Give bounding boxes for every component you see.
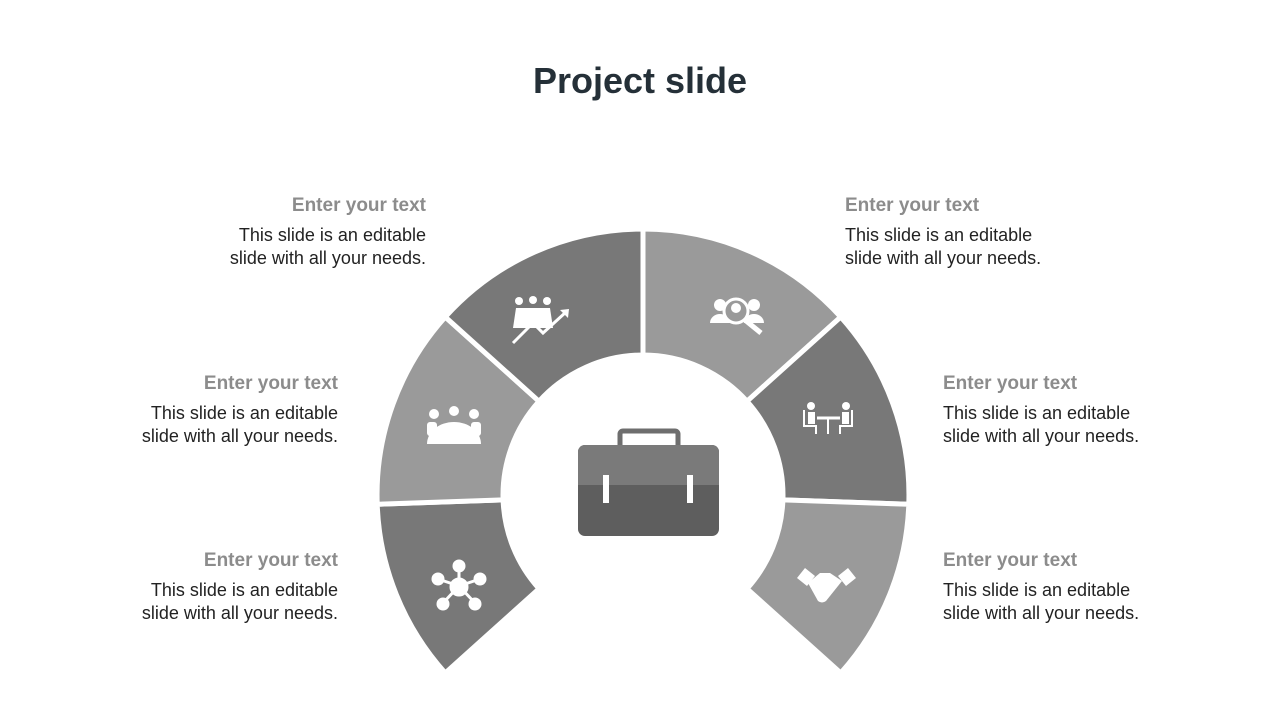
ring-segment-interview xyxy=(744,314,912,507)
block-body-line: slide with all your needs. xyxy=(943,426,1140,446)
block-body-line: slide with all your needs. xyxy=(943,603,1140,623)
meeting-icon xyxy=(427,406,481,444)
text-block-bottom-left: Enter your text This slide is an editabl… xyxy=(38,550,338,625)
search-people-icon xyxy=(710,297,764,335)
block-heading: Enter your text xyxy=(203,550,338,571)
block-body-line: This slide is an editable xyxy=(943,580,1131,600)
block-body-line: This slide is an editable xyxy=(150,403,338,423)
text-block-mid-right: Enter your text This slide is an editabl… xyxy=(943,373,1243,448)
page-title: Project slide xyxy=(532,60,748,101)
block-body-line: This slide is an editable xyxy=(238,225,426,245)
block-body-line: This slide is an editable xyxy=(943,403,1131,423)
text-block-mid-left: Enter your text This slide is an editabl… xyxy=(38,373,338,448)
text-block-top-left: Enter your text This slide is an editabl… xyxy=(126,195,426,270)
block-heading: Enter your text xyxy=(943,373,1078,394)
block-heading: Enter your text xyxy=(943,550,1078,571)
text-block-bottom-right: Enter your text This slide is an editabl… xyxy=(943,550,1243,625)
block-heading: Enter your text xyxy=(291,195,426,216)
network-icon xyxy=(431,559,487,611)
block-body-line: slide with all your needs. xyxy=(845,248,1042,268)
block-body-line: This slide is an editable xyxy=(150,580,338,600)
handshake-icon xyxy=(797,568,856,603)
block-heading: Enter your text xyxy=(203,373,338,394)
briefcase-icon xyxy=(578,428,719,536)
block-body-line: slide with all your needs. xyxy=(141,426,338,446)
team-growth-icon xyxy=(511,296,569,345)
block-heading: Enter your text xyxy=(845,195,980,216)
block-body-line: slide with all your needs. xyxy=(229,248,426,268)
block-body-line: This slide is an editable xyxy=(845,225,1033,245)
text-block-top-right: Enter your text This slide is an editabl… xyxy=(845,195,1145,270)
block-body-line: slide with all your needs. xyxy=(141,603,338,623)
interview-icon xyxy=(803,402,853,434)
